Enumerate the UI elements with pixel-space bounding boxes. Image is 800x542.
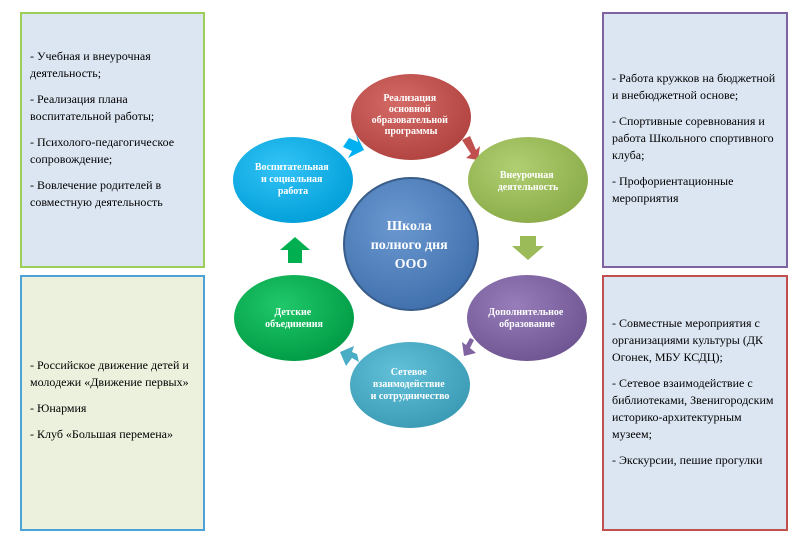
box-item: - Учебная и внеурочная деятельность; — [30, 49, 151, 80]
svg-text:Внеурочная деятельность: Внеурочная деятельность — [498, 170, 559, 193]
node-dopolnitelnoe: Дополнительное образование — [467, 275, 587, 361]
box-item: - Вовлечение родителей в совместную деят… — [30, 178, 163, 209]
svg-text:Школа полного дня: Школа полного дня ООО — [371, 219, 452, 272]
box-item: - Экскурсии, пешие прогулки — [612, 453, 763, 467]
node-label-line: Дополнительное — [488, 307, 564, 318]
svg-text:Сетевое взаимодействие: Сетевое взаимодействие и сотрудничество — [371, 367, 450, 402]
arrow-icon — [462, 136, 480, 160]
center-label-line-1: Школа — [387, 219, 432, 234]
node-label-line: Реализация — [383, 93, 436, 104]
arrow-icon — [512, 236, 544, 260]
node-label-line: работа — [278, 186, 308, 197]
node-label-line: взаимодействие — [373, 379, 445, 390]
box-item: - Клуб «Большая перемена» — [30, 427, 173, 441]
box-item: - Российское движение детей и молодежи «… — [30, 358, 189, 389]
svg-text:Воспитательная и социаль: Воспитательная и социальная работа — [255, 162, 331, 197]
node-realizaciya: Реализация основной образовательной прог… — [351, 74, 471, 160]
svg-text:Дополнительное образован: Дополнительное образование — [488, 307, 566, 330]
node-label-line: и социальная — [261, 174, 323, 185]
box-item: - Реализация плана воспитательной работы… — [30, 92, 155, 123]
box-item: - Сетевое взаимодействие с библиотеками,… — [612, 376, 774, 441]
box-item: - Спортивные соревнования и работа Школь… — [612, 114, 774, 162]
node-label-line: объединения — [265, 319, 323, 330]
node-label-line: программы — [385, 126, 438, 137]
center-label-line-2: полного дня — [371, 238, 448, 253]
info-box-bottom-left: - Российское движение детей и молодежи «… — [20, 275, 205, 531]
node-label-line: Детские — [274, 307, 311, 318]
info-box-top-left: - Учебная и внеурочная деятельность; - Р… — [20, 12, 205, 268]
center-label-line-3: ООО — [395, 257, 428, 272]
box-item: - Работа кружков на бюджетной и внебюдже… — [612, 71, 776, 102]
node-label-line: деятельность — [498, 182, 559, 193]
node-vospitatelnaya: Воспитательная и социальная работа — [233, 137, 353, 223]
node-detskie: Детские объединения — [234, 275, 354, 361]
arrow-icon — [343, 134, 364, 158]
node-label-line: Внеурочная — [500, 170, 554, 181]
node-label-line: образовательной — [372, 115, 448, 126]
arrow-icon — [462, 338, 476, 356]
box-item: - Юнармия — [30, 401, 87, 415]
info-box-top-right: - Работа кружков на бюджетной и внебюдже… — [602, 12, 788, 268]
svg-text:Реализация основной: Реализация основной образовательной прог… — [372, 93, 451, 137]
node-label-line: Воспитательная — [255, 162, 329, 173]
center-node: Школа полного дня ООО — [343, 177, 479, 311]
node-label-line: Сетевое — [391, 367, 427, 378]
info-box-bottom-right: - Совместные мероприятия с организациями… — [602, 275, 788, 531]
arrow-icon — [280, 237, 310, 263]
node-label-line: основной — [389, 104, 431, 115]
node-vneurochnaya: Внеурочная деятельность — [468, 137, 588, 223]
node-label-line: образование — [499, 319, 555, 330]
arrow-icon — [340, 346, 359, 366]
box-item: - Совместные мероприятия с организациями… — [612, 316, 764, 364]
node-setevoe: Сетевое взаимодействие и сотрудничество — [350, 342, 470, 428]
node-label-line: и сотрудничество — [371, 391, 450, 402]
box-item: - Психолого-педагогическое сопровождение… — [30, 135, 175, 166]
svg-text:Детские объединения: Детские объединения — [265, 307, 323, 330]
box-item: - Профориентационные мероприятия — [612, 174, 734, 205]
